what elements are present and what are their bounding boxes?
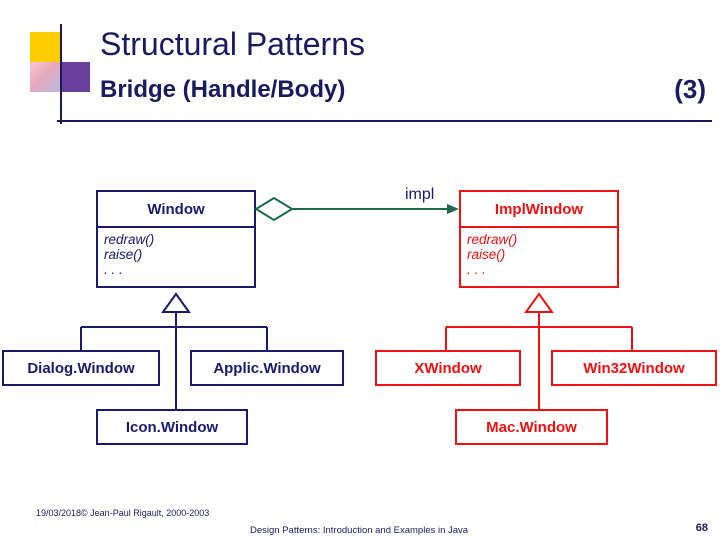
header-divider bbox=[57, 120, 712, 122]
class-name-mac-window: Mac.Window bbox=[486, 418, 577, 436]
footer-copyright: 19/03/2018© Jean-Paul Rigault, 2000-2003 bbox=[36, 508, 210, 518]
footer-course-title: Design Patterns: Introduction and Exampl… bbox=[250, 525, 469, 536]
page-marker: (3) bbox=[674, 74, 706, 104]
page-subtitle: Bridge (Handle/Body) bbox=[100, 76, 345, 104]
class-box-icon-window[interactable]: Icon.Window bbox=[96, 409, 248, 445]
class-name-xwindow: XWindow bbox=[414, 359, 482, 377]
decoration-yellow-square bbox=[30, 32, 60, 62]
footer-page-number: 68 bbox=[695, 522, 708, 534]
class-box-applic-window[interactable]: Applic.Window bbox=[190, 350, 344, 386]
slide-decoration bbox=[24, 24, 90, 124]
decoration-purple-square bbox=[60, 62, 90, 92]
class-name-icon-window: Icon.Window bbox=[125, 418, 219, 436]
class-box-implwindow[interactable]: ImplWindow bbox=[459, 190, 619, 228]
decoration-gradient-square bbox=[30, 62, 60, 92]
subtitle-text: Bridge (Handle/Body) bbox=[100, 76, 346, 103]
class-box-xwindow[interactable]: XWindow bbox=[375, 350, 521, 386]
class-name-implwindow: ImplWindow bbox=[494, 200, 584, 218]
class-name-dialog-window: Dialog.Window bbox=[27, 359, 135, 377]
class-box-win32window[interactable]: Win32Window bbox=[551, 350, 717, 386]
decoration-vertical-line bbox=[60, 24, 62, 124]
class-name-window: Window bbox=[147, 200, 205, 218]
class-box-window[interactable]: Window bbox=[96, 190, 256, 228]
class-operations-window: redraw() raise() . . . bbox=[96, 228, 256, 288]
class-name-applic-window: Applic.Window bbox=[213, 359, 321, 377]
association-label-impl: impl bbox=[405, 186, 435, 203]
page-title: Structural Patterns bbox=[100, 26, 365, 62]
class-operations-implwindow: redraw() raise() . . . bbox=[459, 228, 619, 288]
class-box-mac-window[interactable]: Mac.Window bbox=[455, 409, 608, 445]
class-name-win32window: Win32Window bbox=[583, 359, 685, 377]
class-box-dialog-window[interactable]: Dialog.Window bbox=[2, 350, 160, 386]
